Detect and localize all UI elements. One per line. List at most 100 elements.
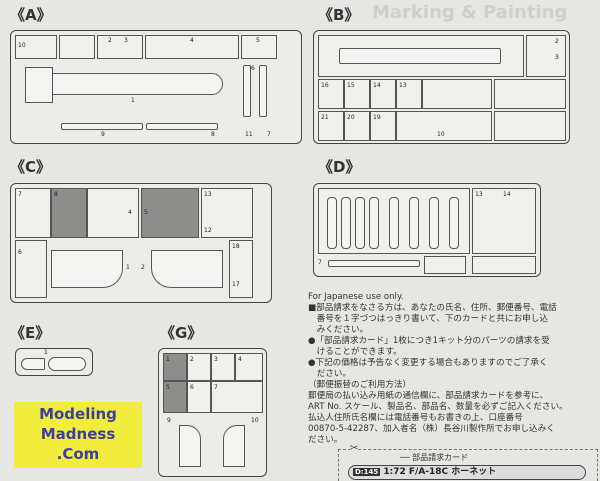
part-number: 4 xyxy=(190,37,194,44)
part-cell: 4 xyxy=(87,188,139,238)
part-cell xyxy=(318,188,470,254)
request-card xyxy=(338,449,598,481)
part-number: 10 xyxy=(18,42,26,49)
part-number: 9 xyxy=(167,417,171,424)
watermark-logo: Modeling Madness .Com xyxy=(14,402,142,468)
logo-line: Modeling xyxy=(39,405,117,423)
kit-code: D:145 xyxy=(353,468,381,476)
part-cell xyxy=(494,111,566,141)
part-number: 1 xyxy=(44,349,48,356)
note-line: ださい。 xyxy=(308,369,351,379)
part-cell: 5 xyxy=(141,188,199,238)
part-number: 18 xyxy=(232,243,240,250)
part-number: 7 xyxy=(318,259,322,266)
part-number: 1 xyxy=(166,356,170,363)
part-cell: 2 xyxy=(187,353,211,381)
sprue-b-label: 《B》 xyxy=(318,6,360,24)
note-line: For Japanese use only. xyxy=(308,292,404,302)
sprue-d-label: 《D》 xyxy=(318,158,361,176)
note-line: ■部品請求をなさる方は、あなたの氏名、住所、郵便番号、電話 xyxy=(308,303,557,313)
note-line: 番号を１字づつはっきり書いて、下のカードと共にお申し込 xyxy=(308,314,548,324)
part-cell: 19 xyxy=(370,111,396,141)
missile-part xyxy=(259,65,267,117)
fin-part xyxy=(179,425,201,467)
note-line: けることができます。 xyxy=(308,347,402,357)
part-cell xyxy=(472,256,536,274)
part-number: 2 xyxy=(108,37,112,44)
parts-request-notes: For Japanese use only. ■部品請求をなさる方は、あなたの氏… xyxy=(308,292,598,446)
part-cell: 5 xyxy=(163,381,187,413)
part-cell xyxy=(494,79,566,109)
part-number: 4 xyxy=(128,209,132,216)
note-line: 00870-5-42287、加入者名（株）長谷川製作所でお申し込みく xyxy=(308,424,555,434)
part-cell: 6 xyxy=(187,381,211,413)
part-cell: 10 xyxy=(15,35,57,59)
part-number: 20 xyxy=(347,114,355,121)
part-number: 4 xyxy=(238,356,242,363)
part-cell: 16 xyxy=(318,79,344,109)
sprue-e-label: 《E》 xyxy=(10,324,51,342)
part-cell: 20 xyxy=(344,111,370,141)
part xyxy=(328,260,420,267)
part-cell: 1 xyxy=(163,353,187,381)
note-line: みください。 xyxy=(308,325,369,335)
part-number: 1 xyxy=(126,264,130,271)
part-cell: 14 xyxy=(370,79,396,109)
note-line: ●下記の価格は予告なく変更する場合もありますのでご了承く xyxy=(308,358,548,368)
missile-part xyxy=(146,123,218,130)
part-number: 11 xyxy=(245,131,253,138)
part-cell: 7 xyxy=(211,381,263,413)
background-heading: Marking & Painting xyxy=(372,2,568,23)
part-cell: 6 xyxy=(15,240,47,298)
part-cell: 5 xyxy=(241,35,277,59)
part-cell: 10 xyxy=(396,111,492,141)
wing-part xyxy=(51,250,123,288)
part-number: 1 xyxy=(131,97,135,104)
note-line: 郵便局の払い込み用紙の通信欄に、部品請求カードを参考に、 xyxy=(308,391,549,401)
logo-line: Madness xyxy=(40,425,116,443)
part-cell xyxy=(318,35,524,77)
fin-part xyxy=(223,425,245,467)
part-number: 5 xyxy=(256,37,260,44)
sprue-g: 1 2 3 4 5 6 7 9 10 xyxy=(158,348,267,477)
part-cell xyxy=(59,35,95,59)
note-line: （郵便振替のご利用方法） xyxy=(308,380,412,390)
note-line: ●「部品請求カード」1枚につき1キット分のパーツの請求を受 xyxy=(308,336,550,346)
missile-part xyxy=(61,123,143,130)
canopy-part xyxy=(48,357,86,371)
part-number: 17 xyxy=(232,281,240,288)
part-number: 16 xyxy=(321,82,329,89)
sprue-c-label: 《C》 xyxy=(10,158,52,176)
part-number: 2 xyxy=(190,356,194,363)
sprue-a-label: 《A》 xyxy=(10,6,52,24)
part-number: 12 xyxy=(204,227,212,234)
part-number: 7 xyxy=(267,131,271,138)
part-cell xyxy=(424,256,466,274)
part-number: 7 xyxy=(18,191,22,198)
card-product-bar: D:145 1:72 F/A-18C ホーネット xyxy=(348,465,586,480)
part-number: 6 xyxy=(251,65,255,72)
part-number: 8 xyxy=(54,191,58,198)
kit-name: 1:72 F/A-18C ホーネット xyxy=(383,467,497,477)
part-number: 2 xyxy=(141,264,145,271)
note-line: ART No. スケール、製品名、部品名、数量を必ずご記入ください。 xyxy=(308,402,568,412)
part-number: 19 xyxy=(373,114,381,121)
canopy-part xyxy=(21,358,45,370)
scissors-icon: ✂ xyxy=(350,443,359,455)
part-number: 14 xyxy=(503,191,511,198)
part-cell: 8 xyxy=(51,188,87,238)
logo-line: .Com xyxy=(56,445,100,463)
card-title: ── 部品請求カード xyxy=(400,453,469,462)
part-number: 8 xyxy=(211,131,215,138)
part-cell: 15 xyxy=(344,79,370,109)
sprue-g-label: 《G》 xyxy=(160,324,203,342)
part-number: 6 xyxy=(18,249,22,256)
part-number: 13 xyxy=(399,82,407,89)
